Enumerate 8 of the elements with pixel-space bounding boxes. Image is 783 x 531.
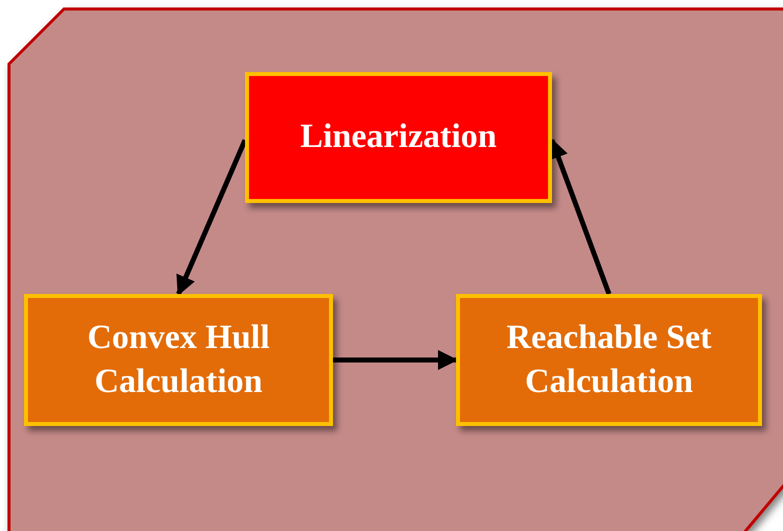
box-label: Reachable Set Calculation <box>506 318 712 402</box>
arrow <box>333 350 458 370</box>
process-box <box>245 72 552 203</box>
box-label: Convex Hull Calculation <box>86 318 271 402</box>
process-box <box>456 294 762 426</box>
arrow <box>176 139 248 296</box>
box-label: Linearization <box>300 117 497 158</box>
process-box <box>24 294 333 426</box>
